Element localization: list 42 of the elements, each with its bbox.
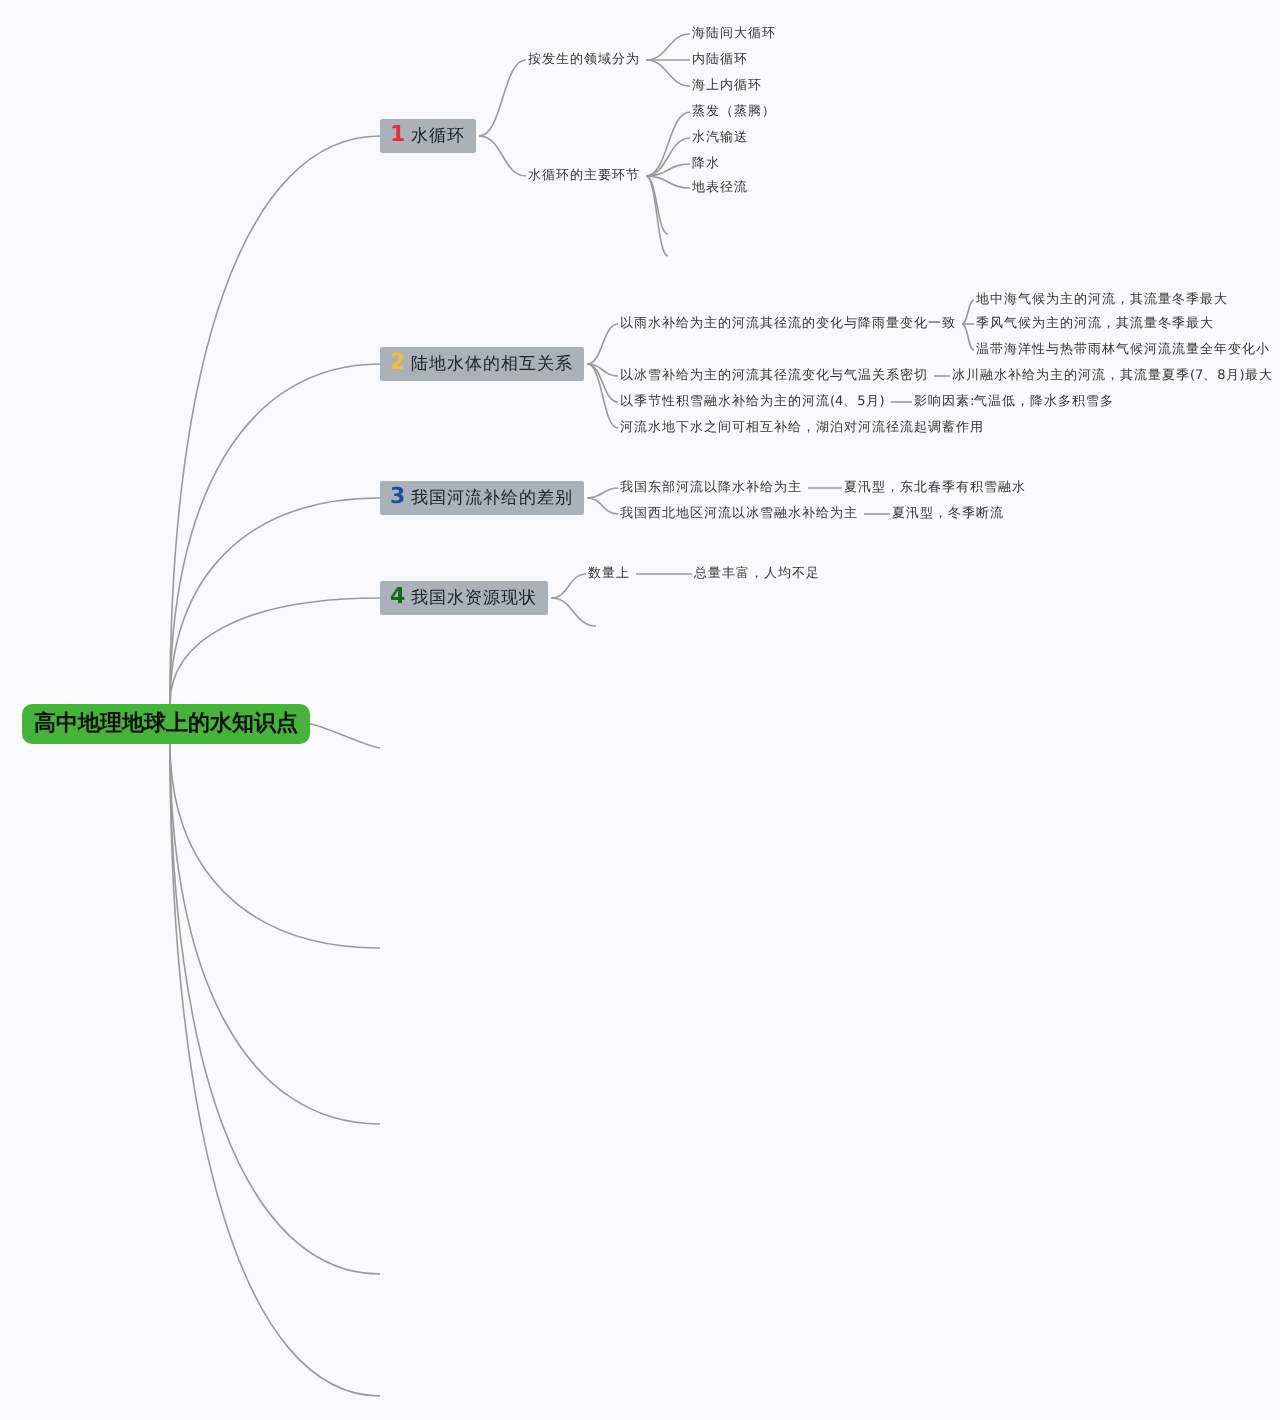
topic-number: 2 bbox=[390, 349, 406, 375]
branch-line bbox=[961, 299, 975, 325]
topic-title: 我国水资源现状 bbox=[411, 589, 538, 609]
topic-title: 陆地水体的相互关系 bbox=[411, 355, 574, 375]
topic-number: 4 bbox=[390, 583, 406, 609]
branch-line bbox=[586, 323, 619, 365]
branch-line bbox=[645, 111, 691, 177]
branch-line bbox=[586, 363, 619, 377]
branch-line bbox=[645, 137, 691, 177]
branch-line bbox=[889, 401, 913, 403]
branch-line bbox=[961, 323, 975, 325]
branch-line bbox=[586, 363, 619, 429]
branch-line bbox=[645, 175, 669, 235]
branch-line bbox=[645, 175, 669, 257]
branch-line bbox=[586, 363, 619, 403]
branch-line bbox=[550, 573, 587, 599]
branch-line bbox=[586, 487, 619, 499]
branch-line bbox=[863, 513, 891, 515]
branch-line bbox=[933, 375, 951, 377]
branch-line bbox=[478, 135, 527, 177]
topic-number: 3 bbox=[390, 483, 406, 509]
branch-line bbox=[550, 597, 597, 627]
branch-line bbox=[645, 59, 691, 61]
topic-number: 1 bbox=[390, 121, 406, 147]
root-box: 高中地理地球上的水知识点 bbox=[22, 704, 310, 744]
topic-box bbox=[380, 481, 584, 515]
branch-line bbox=[645, 33, 691, 61]
topic-title: 我国河流补给的差别 bbox=[411, 489, 574, 509]
branch-line bbox=[478, 59, 527, 137]
topic-box bbox=[380, 581, 548, 615]
branch-line bbox=[635, 573, 693, 575]
branch-line bbox=[645, 59, 691, 87]
branch-line bbox=[961, 323, 975, 351]
branch-line bbox=[586, 497, 619, 515]
branch-line bbox=[309, 723, 381, 749]
topic-title: 水循环 bbox=[411, 127, 466, 147]
branch-line bbox=[169, 597, 381, 705]
branch-line bbox=[807, 487, 843, 489]
topic-box bbox=[380, 119, 476, 153]
topic-box bbox=[380, 347, 584, 381]
branch-line bbox=[645, 175, 691, 189]
branch-line bbox=[645, 163, 691, 177]
